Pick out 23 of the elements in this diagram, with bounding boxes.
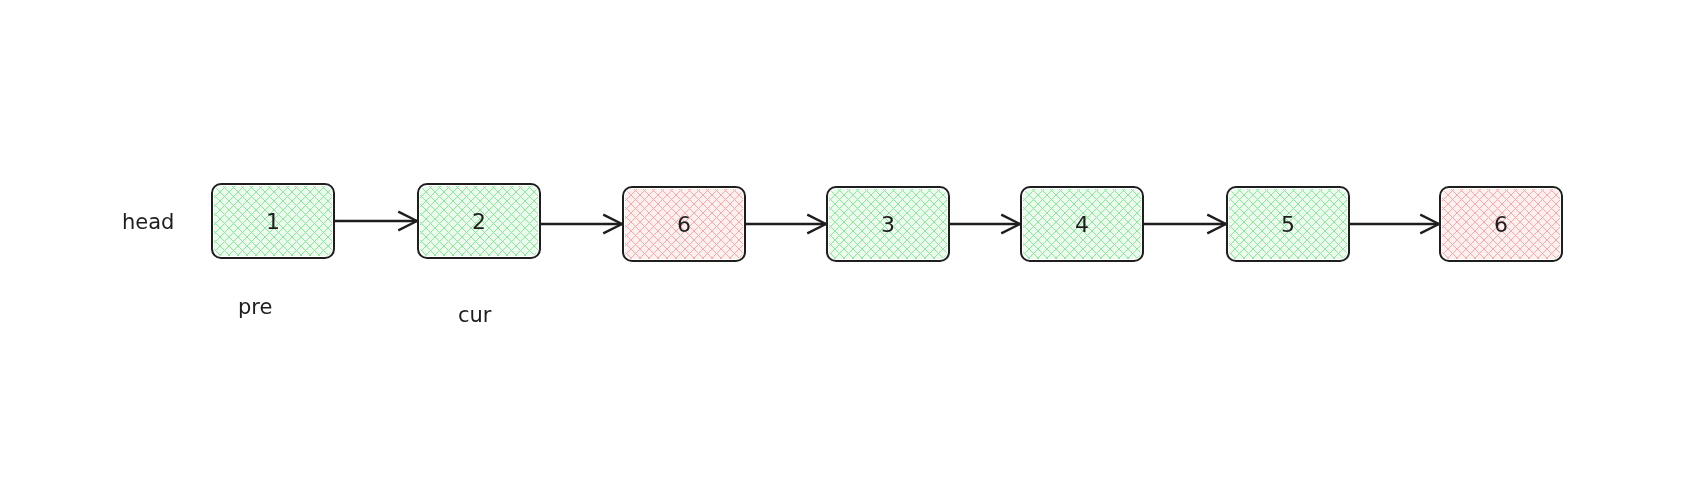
- node-value: 4: [1075, 211, 1089, 237]
- node-value: 6: [677, 211, 691, 237]
- list-node-box: [417, 183, 541, 259]
- list-node-box: [1020, 186, 1144, 262]
- pointer-label: cur: [458, 303, 492, 327]
- arrow: [335, 210, 419, 232]
- list-node-box: [1226, 186, 1350, 262]
- arrow: [541, 213, 624, 235]
- arrow: [1144, 213, 1228, 235]
- list-node-box: [211, 183, 335, 259]
- arrow: [746, 213, 828, 235]
- pointer-label: head: [122, 210, 175, 234]
- node-value: 5: [1281, 211, 1295, 237]
- arrow: [950, 213, 1022, 235]
- node-value: 6: [1494, 211, 1508, 237]
- pointer-label: pre: [238, 295, 273, 319]
- node-value: 2: [472, 208, 486, 234]
- list-node-box: [826, 186, 950, 262]
- list-node-box: [622, 186, 746, 262]
- node-value: 1: [266, 208, 280, 234]
- arrow: [1350, 213, 1441, 235]
- list-node-box: [1439, 186, 1563, 262]
- node-value: 3: [881, 211, 895, 237]
